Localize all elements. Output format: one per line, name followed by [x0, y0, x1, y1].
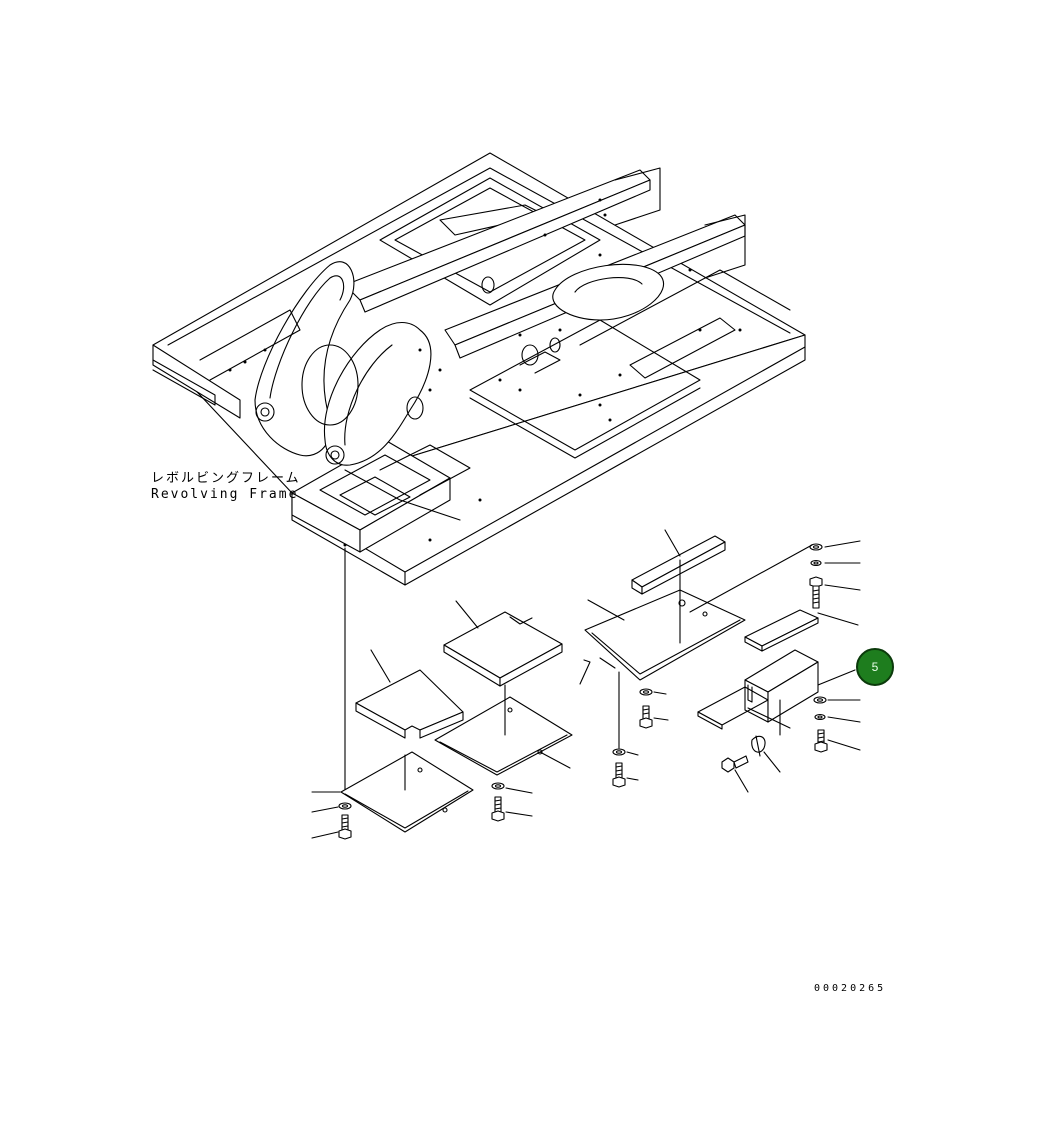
- callout-badge-5[interactable]: 5: [856, 648, 894, 686]
- plate-g: [745, 610, 858, 651]
- box-part-5: [698, 650, 855, 735]
- drawing-code: 00020265: [814, 983, 887, 994]
- cover-plate-d: [341, 752, 473, 832]
- pad-b: [356, 650, 463, 738]
- cover-plate-c: [435, 685, 572, 775]
- fasteners: [312, 541, 860, 839]
- frame-label-japanese: レボルビングフレーム: [151, 471, 301, 486]
- revolving-frame: [153, 153, 805, 585]
- pad-a: [444, 601, 562, 686]
- bar-e: [632, 530, 725, 594]
- frame-label-english: Revolving Frame: [151, 487, 299, 502]
- cover-plate-f: [580, 545, 812, 684]
